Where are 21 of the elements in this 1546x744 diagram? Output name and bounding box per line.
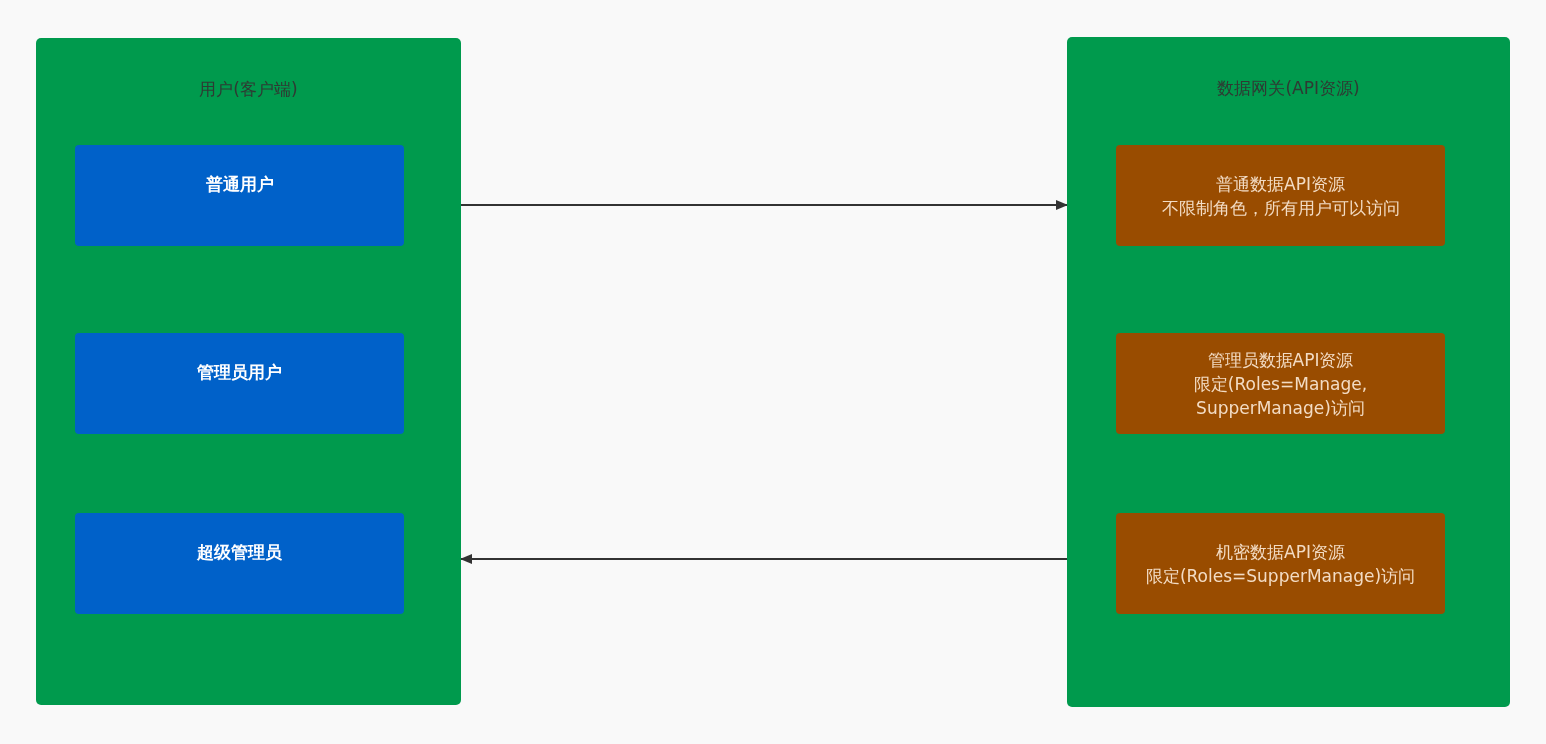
access-rule-text: 限定(Roles=Manage, SupperManage)访问 bbox=[1192, 372, 1369, 420]
panel-title: 用户(客户端) bbox=[199, 78, 298, 101]
api-resource-box bbox=[1116, 333, 1445, 434]
resource-title: 管理员数据API资源 bbox=[1207, 348, 1354, 372]
group-panel bbox=[36, 38, 461, 705]
resource-title: 普通数据API资源 bbox=[1216, 172, 1345, 196]
user-role-box bbox=[75, 513, 404, 614]
role-label: 管理员用户 bbox=[197, 361, 282, 384]
user-role-box bbox=[75, 333, 404, 434]
resource-title: 机密数据API资源 bbox=[1216, 540, 1345, 564]
access-rule-text: 不限制角色，所有用户可以访问 bbox=[1161, 196, 1400, 220]
api-resource-box bbox=[1116, 513, 1445, 614]
arrow bbox=[460, 554, 1068, 564]
group-panel bbox=[1067, 37, 1510, 707]
role-label: 普通用户 bbox=[205, 173, 274, 196]
user-role-box bbox=[75, 145, 404, 246]
panel-title: 数据网关(API资源) bbox=[1217, 77, 1360, 100]
api-resource-box bbox=[1116, 145, 1445, 246]
arrow bbox=[460, 200, 1068, 210]
access-rule-text: 限定(Roles=SupperManage)访问 bbox=[1145, 564, 1416, 588]
role-label: 超级管理员 bbox=[197, 541, 282, 564]
